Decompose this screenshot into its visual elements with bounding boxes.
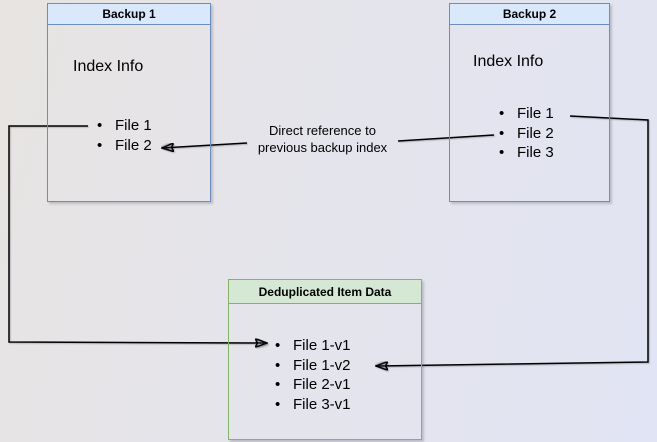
connector-backup2-file2-to-label[interactable] [397,134,495,142]
list-item: File 1 [97,116,152,136]
list-item: File 1 [499,104,554,124]
node-backup2-file-list: File 1 File 2 File 3 [499,104,554,163]
node-backup1-file-list: File 1 File 2 [97,116,152,155]
list-item: File 1-v2 [275,356,351,376]
list-item: File 2 [499,124,554,144]
node-backup1-title: Backup 1 [48,4,210,25]
node-backup1[interactable]: Backup 1 [47,3,211,202]
list-item: File 2-v1 [275,375,351,395]
list-item: File 2 [97,136,152,156]
list-item: File 3-v1 [275,395,351,415]
list-item: File 1-v1 [275,336,351,356]
edge-annotation-line1: Direct reference to [269,123,376,138]
node-backup1-index-label: Index Info [73,58,144,75]
node-dedup-item-data[interactable]: Deduplicated Item Data [228,279,422,440]
node-backup2-index-label: Index Info [473,53,544,70]
list-item: File 3 [499,143,554,163]
edge-annotation-label: Direct reference to previous backup inde… [240,122,405,156]
node-backup2-title: Backup 2 [450,4,609,25]
connector-label-to-backup1-file2[interactable] [162,142,248,148]
node-dedup-title: Deduplicated Item Data [229,280,421,304]
node-backup2[interactable]: Backup 2 [449,3,610,202]
connector-backup1-file1-to-dedup-file1v1[interactable] [8,125,267,343]
node-dedup-file-list: File 1-v1 File 1-v2 File 2-v1 File 3-v1 [275,336,351,414]
edge-annotation-line2: previous backup index [257,140,388,155]
